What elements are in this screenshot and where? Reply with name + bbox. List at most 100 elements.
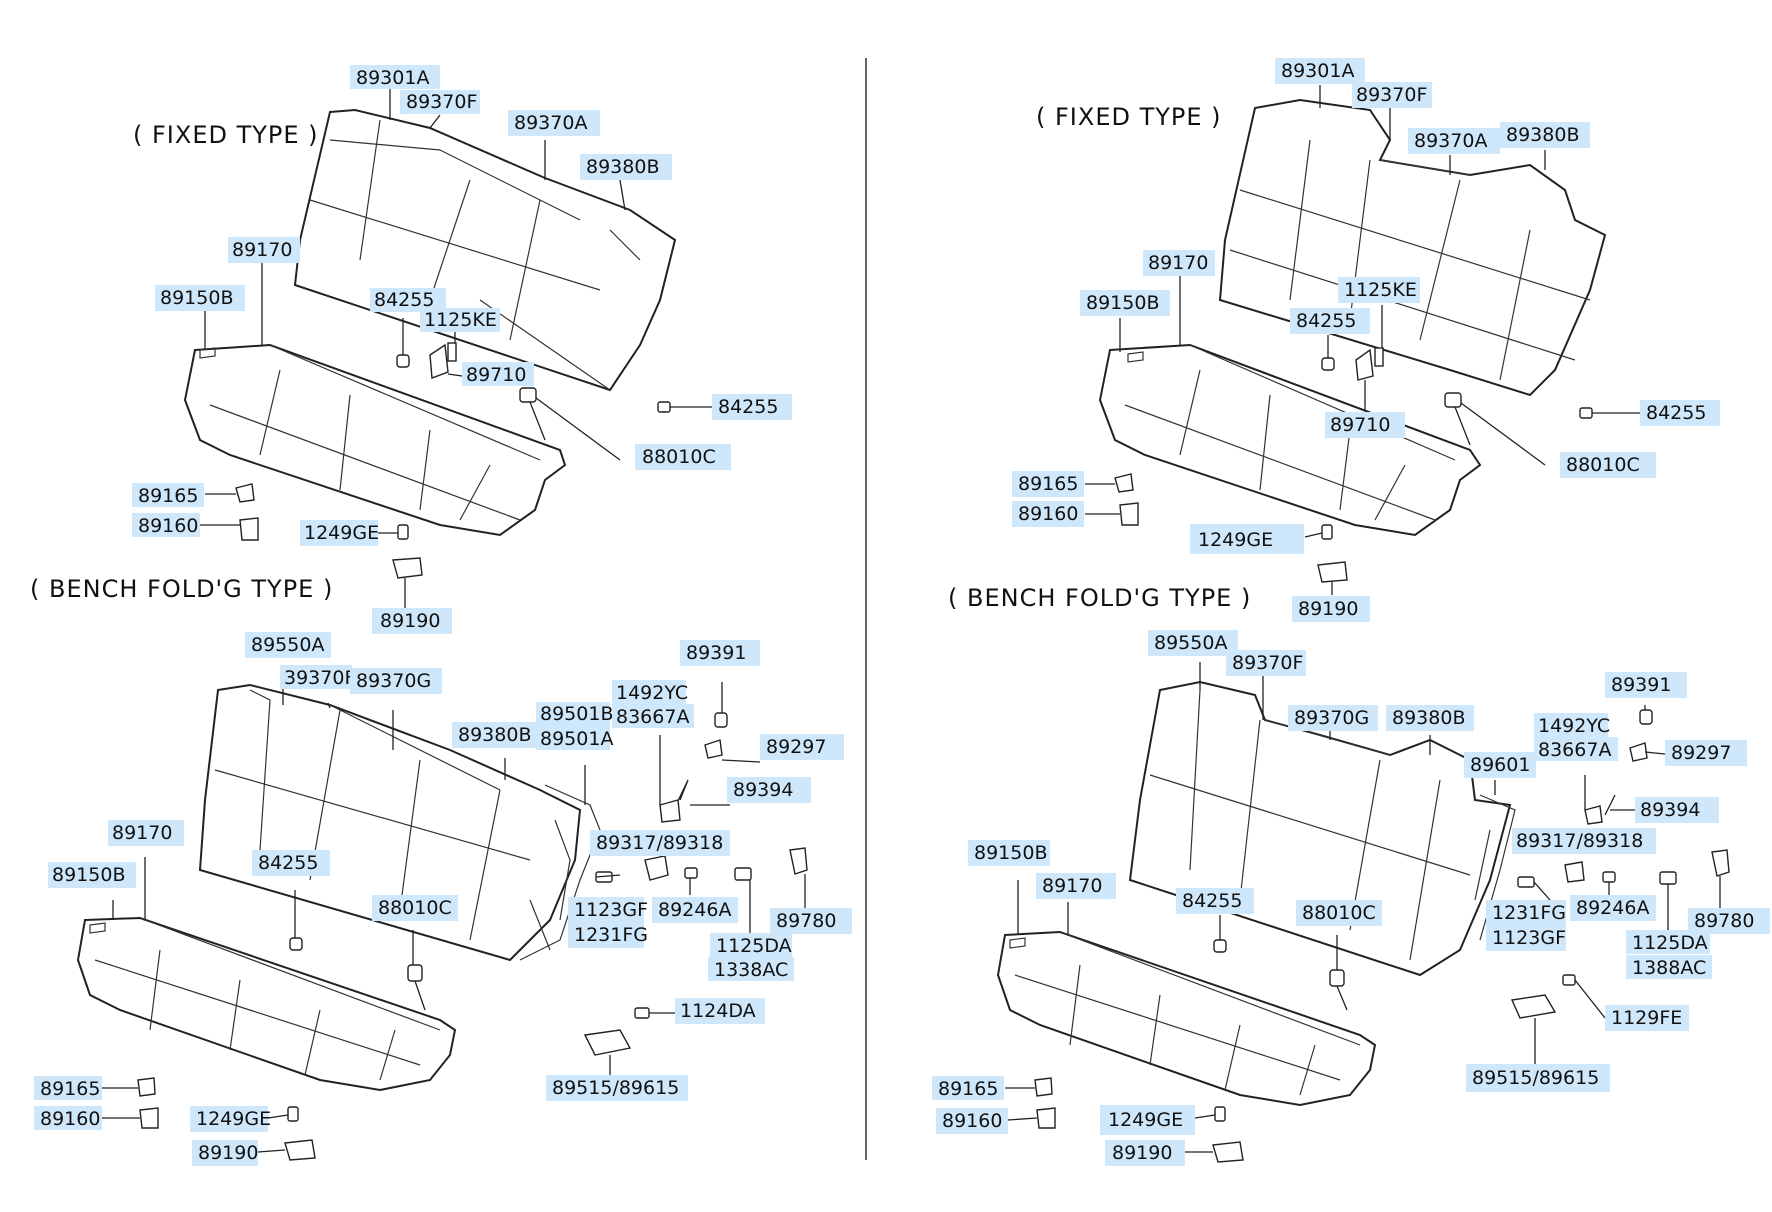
right-bench-leader-lines [1005, 662, 1721, 1153]
svg-text:89370F: 89370F [1356, 84, 1427, 106]
right-fixed-title: ( FIXED TYPE ) [1036, 103, 1222, 131]
part-label: 89710 [462, 362, 534, 386]
part-label: 89370A [508, 110, 600, 136]
part-label: 89370F [400, 90, 480, 114]
svg-text:89380B: 89380B [1506, 124, 1579, 146]
svg-text:89370F: 89370F [406, 91, 477, 113]
part-label: 89165 [1012, 471, 1084, 497]
part-label: 84255 [712, 394, 792, 420]
part-label: 1492YC [612, 680, 688, 704]
svg-text:89190: 89190 [380, 610, 440, 632]
right-fixed-labels: 89301A 89370F 89370A 89380B 89170 1125KE… [1012, 58, 1720, 622]
svg-text:89160: 89160 [40, 1108, 100, 1130]
part-label: 89780 [1688, 908, 1770, 934]
svg-text:89370F: 89370F [1232, 652, 1303, 674]
svg-text:89780: 89780 [776, 910, 836, 932]
svg-text:89190: 89190 [1112, 1142, 1172, 1164]
svg-text:89301A: 89301A [1281, 60, 1354, 82]
part-label: 1123GF [1486, 925, 1566, 951]
part-label: 1231FG [1486, 900, 1566, 926]
part-label: 84255 [252, 850, 330, 876]
part-label: 1249GE [300, 520, 379, 546]
svg-text:89301A: 89301A [356, 67, 429, 89]
part-label: 89160 [1012, 501, 1084, 527]
svg-text:89380B: 89380B [586, 156, 659, 178]
svg-text:89150B: 89150B [52, 864, 125, 886]
svg-text:1123GF: 1123GF [574, 899, 648, 921]
part-label: 89165 [932, 1076, 1004, 1100]
svg-text:1129FE: 1129FE [1611, 1007, 1682, 1029]
part-label: 89515/89615 [1466, 1064, 1610, 1092]
svg-text:89165: 89165 [40, 1078, 100, 1100]
svg-text:89391: 89391 [686, 642, 746, 664]
part-label: 89501A [536, 726, 613, 750]
part-label: 89150B [48, 862, 136, 888]
svg-text:89780: 89780 [1694, 910, 1754, 932]
svg-text:89317/89318: 89317/89318 [1516, 830, 1643, 852]
left-bench-labels: 89550A 39370F 89370G 89380B 89501B 89501… [34, 632, 852, 1166]
part-label: 1249GE [1100, 1105, 1195, 1135]
svg-text:88010C: 88010C [1302, 902, 1376, 924]
part-label: 84255 [1640, 400, 1720, 426]
part-label: 89165 [132, 483, 204, 507]
left-fixed-seat-drawing [183, 108, 677, 537]
svg-text:89170: 89170 [1148, 252, 1208, 274]
svg-text:89190: 89190 [198, 1142, 258, 1164]
svg-text:89190: 89190 [1298, 598, 1358, 620]
left-fixed-labels: 89301A 89370F 89370A 89380B 89170 89150B… [132, 65, 792, 634]
part-label: 89190 [1105, 1140, 1185, 1166]
part-label: 89380B [1500, 122, 1590, 148]
svg-text:88010C: 88010C [1566, 454, 1640, 476]
part-label: 89246A [652, 897, 738, 923]
svg-text:1492YC: 1492YC [1538, 715, 1610, 737]
right-bench-seat-drawing [996, 680, 1516, 1107]
svg-text:1125KE: 1125KE [424, 309, 497, 331]
part-label: 1492YC [1534, 713, 1610, 737]
svg-text:83667A: 83667A [616, 706, 689, 728]
part-label: 89394 [727, 777, 811, 803]
svg-text:89710: 89710 [1330, 414, 1390, 436]
svg-text:84255: 84255 [258, 852, 318, 874]
svg-text:39370F: 39370F [284, 667, 355, 689]
svg-text:89165: 89165 [1018, 473, 1078, 495]
part-label: 89317/89318 [1512, 828, 1656, 854]
part-label: 89601 [1464, 752, 1536, 778]
part-label: 89515/89615 [546, 1075, 688, 1101]
part-label: 88010C [1296, 900, 1382, 926]
part-label: 89710 [1325, 412, 1405, 438]
svg-text:89710: 89710 [466, 364, 526, 386]
svg-text:1388AC: 1388AC [1632, 957, 1706, 979]
left-bench-seat-drawing [76, 683, 601, 1092]
svg-text:89170: 89170 [232, 239, 292, 261]
part-label: 89370G [1288, 705, 1378, 731]
right-fixed-seat-drawing [1098, 98, 1607, 537]
svg-text:1231FG: 1231FG [1492, 902, 1566, 924]
svg-text:89150B: 89150B [974, 842, 1047, 864]
svg-text:89246A: 89246A [658, 899, 731, 921]
part-label: 89297 [1665, 740, 1747, 766]
svg-text:89550A: 89550A [251, 634, 324, 656]
part-label: 89160 [132, 513, 200, 537]
part-label: 84255 [1290, 308, 1370, 334]
part-label: 89370A [1408, 128, 1500, 154]
svg-text:1249GE: 1249GE [1198, 529, 1273, 551]
part-label: 89160 [936, 1108, 1008, 1134]
part-label: 1338AC [708, 957, 794, 981]
svg-text:1125DA: 1125DA [1632, 932, 1708, 954]
svg-text:89394: 89394 [1640, 799, 1700, 821]
part-label: 89150B [1080, 290, 1170, 316]
part-label: 1125KE [1338, 277, 1420, 303]
part-label: 88010C [635, 444, 731, 470]
part-label: 89380B [452, 722, 544, 748]
svg-text:1249GE: 1249GE [1108, 1109, 1183, 1131]
svg-text:89370G: 89370G [356, 670, 431, 692]
part-label: 1388AC [1626, 955, 1712, 979]
part-label: 1125DA [1626, 930, 1710, 954]
svg-text:1123GF: 1123GF [1492, 927, 1566, 949]
part-label: 89301A [350, 65, 440, 89]
svg-text:1231FG: 1231FG [574, 924, 648, 946]
svg-text:88010C: 88010C [642, 446, 716, 468]
part-label: 1123GF [568, 897, 648, 923]
part-label: 1124DA [675, 998, 765, 1024]
svg-text:89317/89318: 89317/89318 [596, 832, 723, 854]
